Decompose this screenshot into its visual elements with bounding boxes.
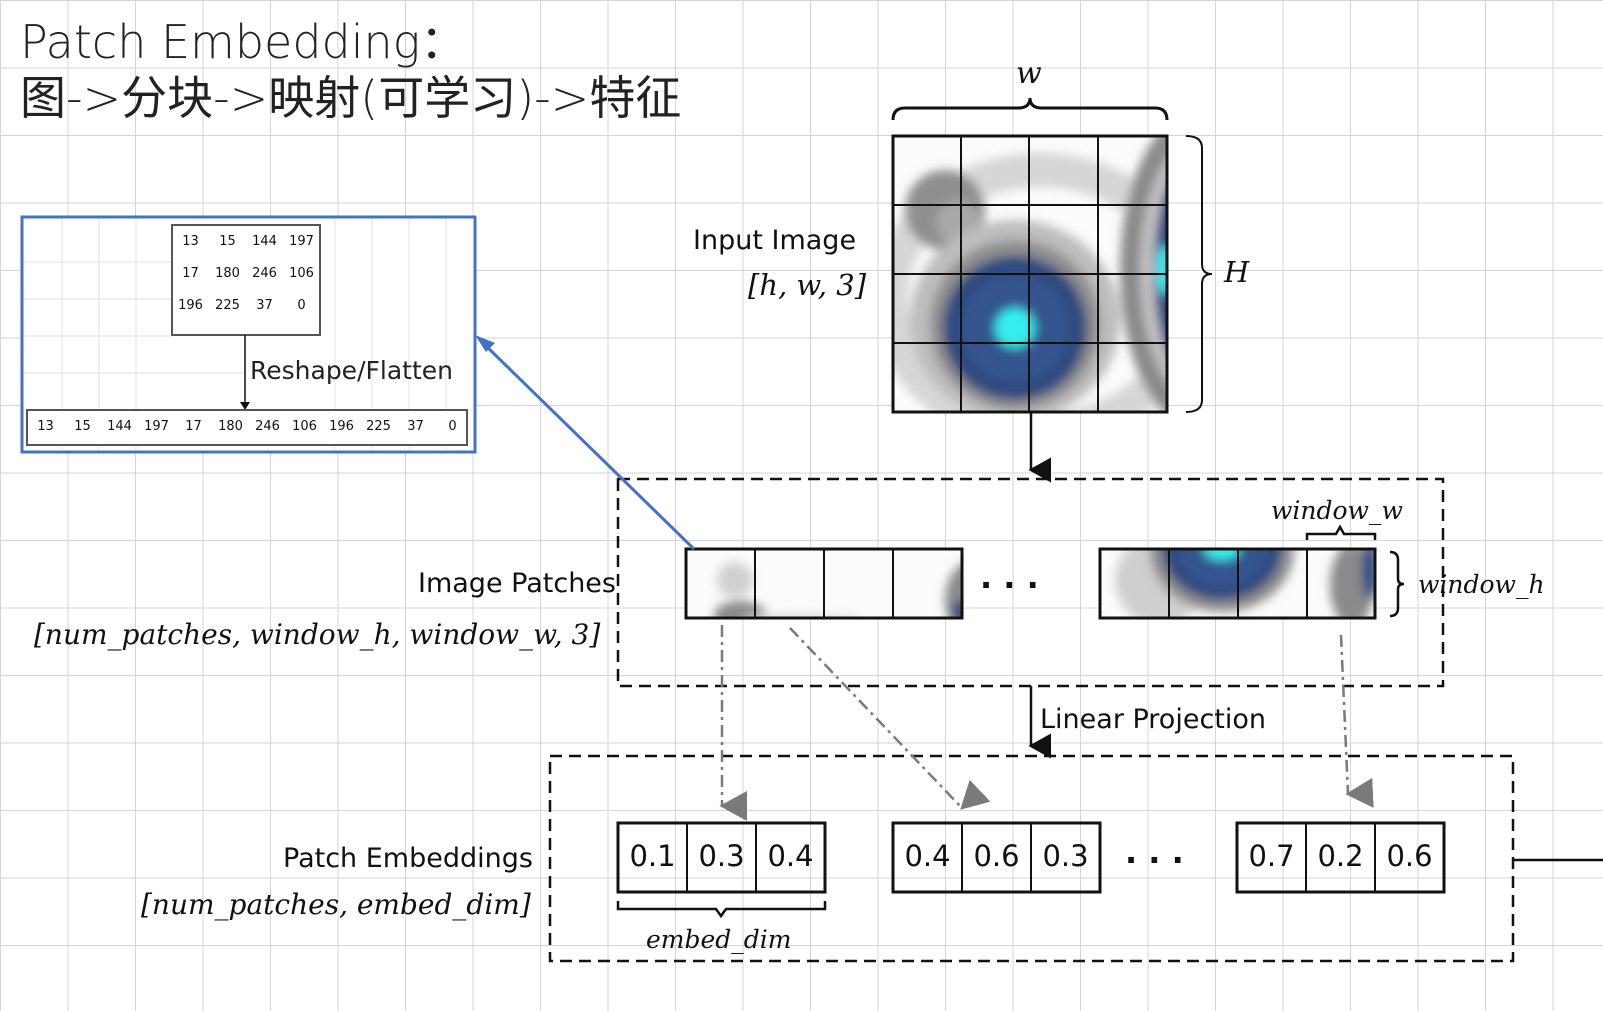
window-w-label: window_w — [1271, 496, 1403, 525]
dashdot-arrow-3 — [1339, 634, 1374, 808]
flattened-cell: 196 — [329, 419, 354, 434]
patches-ellipsis: · · · — [980, 566, 1039, 604]
embedding-value: 0.6 — [973, 839, 1020, 873]
flatten-matrix-border — [171, 224, 321, 336]
embedding-value: 0.7 — [1248, 839, 1295, 873]
title-line-2: 图->分块->映射(可学习)->特征 — [20, 71, 682, 125]
flatten-arrow-head — [240, 402, 250, 410]
flattened-cell: 13 — [37, 419, 54, 434]
height-brace — [1185, 135, 1213, 413]
matrix-cell: 144 — [252, 234, 277, 249]
flattened-cell: 225 — [366, 419, 391, 434]
patch-embeddings-label: Patch Embeddings — [283, 843, 533, 874]
window-h-label: window_h — [1418, 570, 1545, 599]
dashdot-arrow-2 — [789, 627, 991, 810]
matrix-cell: 246 — [252, 266, 277, 281]
reshape-flatten-label: Reshape/Flatten — [250, 356, 453, 385]
image-patches-label: Image Patches — [418, 568, 616, 599]
patch-strip-b-border — [1098, 547, 1377, 620]
matrix-cell: 180 — [215, 266, 240, 281]
flattened-cell: 106 — [292, 419, 317, 434]
embedding-value: 0.6 — [1386, 839, 1433, 873]
matrix-cell: 13 — [182, 234, 199, 249]
matrix-cell: 17 — [182, 266, 199, 281]
matrix-cell: 196 — [178, 298, 203, 313]
patch-embeddings-box — [548, 754, 1515, 963]
embedding-vector-1-border — [616, 821, 827, 894]
input-height-label: H — [1224, 255, 1250, 289]
image-patches-shape: [num_patches, window_h, window_w, 3] — [34, 618, 601, 651]
highlight-arrow-head — [475, 335, 495, 352]
patch-strip-a-border — [684, 547, 964, 620]
flattened-cell: 197 — [144, 419, 169, 434]
matrix-cell: 106 — [289, 266, 314, 281]
input-image-shape: [h, w, 3] — [748, 268, 867, 302]
input-image-label: Input Image — [693, 225, 857, 256]
flattened-cell: 180 — [218, 419, 243, 434]
page-title: Patch Embedding： 图->分块->映射(可学习)->特征 — [20, 14, 681, 126]
flattened-row: 13 15 144 197 17 180 246 106 196 225 37 … — [27, 419, 471, 434]
flatten-matrix: 13 15 144 197 17 180 246 106 196 225 37 … — [172, 234, 320, 313]
flattened-cell: 0 — [448, 419, 457, 434]
embedding-vector-3-border — [1235, 821, 1446, 894]
input-image — [893, 136, 1167, 412]
patch-embeddings-shape: [num_patches, embed_dim] — [141, 888, 531, 921]
embedding-value: 0.1 — [629, 839, 676, 873]
embed-dim-label: embed_dim — [646, 925, 792, 954]
flattened-cell: 246 — [255, 419, 280, 434]
matrix-cell: 15 — [219, 234, 236, 249]
flattened-cell: 15 — [74, 419, 91, 434]
window-w-brace — [1305, 524, 1377, 540]
highlight-arrow — [480, 340, 696, 551]
embeddings-ellipsis: · · · — [1125, 841, 1184, 879]
patch-strip-b — [1100, 549, 1375, 618]
embedding-value: 0.2 — [1317, 839, 1364, 873]
matrix-cell: 0 — [297, 298, 306, 313]
input-width-label: w — [1016, 56, 1042, 91]
window-h-brace — [1389, 550, 1405, 618]
patch-strip-a — [686, 549, 962, 618]
embed-dim-brace — [616, 901, 827, 919]
flattened-cell: 144 — [107, 419, 132, 434]
matrix-cell: 37 — [256, 298, 273, 313]
embedding-vector-2-border — [891, 821, 1102, 894]
matrix-cell: 225 — [215, 298, 240, 313]
embedding-value: 0.3 — [1042, 839, 1089, 873]
linear-projection-label: Linear Projection — [1040, 704, 1267, 735]
flattened-cell: 37 — [407, 419, 424, 434]
matrix-cell: 197 — [289, 234, 314, 249]
embedding-value: 0.3 — [698, 839, 745, 873]
width-brace — [891, 97, 1169, 121]
flattened-row-border — [26, 409, 468, 446]
flattened-cell: 17 — [185, 419, 202, 434]
title-line-1: Patch Embedding： — [20, 15, 467, 69]
embedding-value: 0.4 — [767, 839, 814, 873]
embedding-value: 0.4 — [904, 839, 951, 873]
